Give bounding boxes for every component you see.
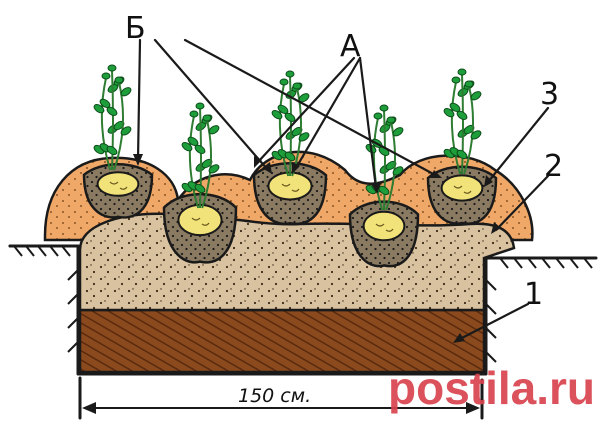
potato-tuber-icon xyxy=(267,171,313,201)
potato-plant-icon xyxy=(181,102,220,209)
watermark: postila.ru xyxy=(388,362,595,414)
label-a: А xyxy=(340,29,361,64)
dimension-label: 150 см. xyxy=(238,385,311,407)
label-three: 3 xyxy=(540,77,559,112)
ground-surface xyxy=(8,244,598,376)
potato-plant-icon xyxy=(443,68,482,175)
potato-plant-icon xyxy=(93,64,132,171)
potato-tuber-icon xyxy=(440,174,484,202)
potato-tuber-icon xyxy=(362,210,406,242)
leader-lines xyxy=(136,38,550,342)
label-b: Б xyxy=(125,11,146,46)
dimension-line xyxy=(78,376,484,420)
potato-tuber-icon xyxy=(96,171,140,197)
label-two: 2 xyxy=(544,149,563,184)
potato-tuber-icon xyxy=(177,203,223,237)
label-one: 1 xyxy=(524,277,543,312)
soil-bed xyxy=(78,212,516,312)
leader-arrowheads xyxy=(133,154,501,343)
